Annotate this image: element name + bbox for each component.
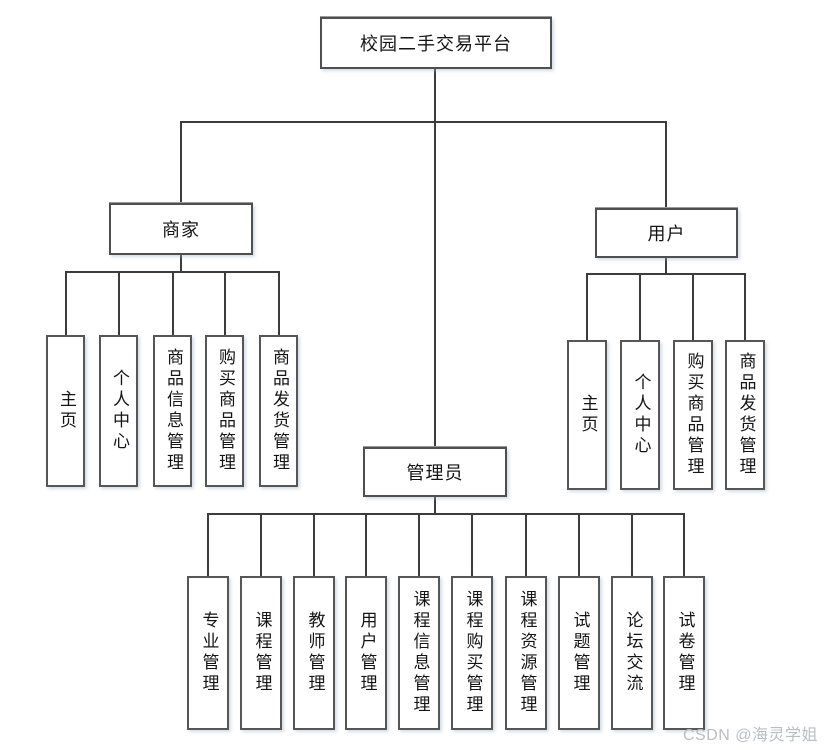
node-leaf-admin-paper: 试卷管理	[663, 576, 705, 730]
connector-admin-stub	[434, 497, 436, 514]
connector-admin-horizontal	[207, 513, 685, 515]
node-leaf-user-profile: 个人中心	[620, 340, 660, 490]
leaf-label: 课程购买管理	[462, 590, 483, 716]
connector-level1-horizontal	[180, 121, 667, 123]
connector-line	[692, 273, 694, 340]
leaf-label: 试题管理	[569, 611, 590, 695]
node-user: 用户	[595, 208, 738, 258]
connector-line	[207, 513, 209, 576]
node-leaf-admin-exam-q: 试题管理	[558, 576, 600, 730]
connector-line	[365, 513, 367, 576]
leaf-label: 商品信息管理	[163, 348, 183, 474]
connector-root-to-admin	[434, 69, 436, 447]
node-leaf-admin-course-buy: 课程购买管理	[451, 576, 493, 730]
csdn-watermark: CSDN @海灵学姐	[682, 727, 818, 744]
leaf-label: 商品发货管理	[269, 348, 289, 474]
connector-line	[418, 513, 420, 576]
connector-line	[172, 271, 174, 335]
leaf-label: 个人中心	[630, 373, 651, 457]
node-leaf-merchant-home: 主页	[46, 335, 85, 487]
leaf-label: 主页	[56, 390, 76, 432]
connector-user-horizontal	[586, 273, 746, 275]
connector-drop-user	[665, 121, 667, 208]
connector-line	[586, 273, 588, 340]
node-leaf-user-purchase: 购买商品管理	[673, 340, 713, 490]
node-user-label: 用户	[647, 224, 686, 245]
leaf-label: 试卷管理	[674, 611, 695, 695]
leaf-label: 主页	[577, 394, 598, 436]
node-admin: 管理员	[363, 447, 507, 497]
node-leaf-merchant-profile: 个人中心	[99, 335, 138, 487]
connector-line	[224, 271, 226, 335]
connector-line	[683, 513, 685, 576]
connector-line	[631, 513, 633, 576]
leaf-label: 课程资源管理	[516, 590, 537, 716]
connector-line	[260, 513, 262, 576]
node-leaf-admin-forum: 论坛交流	[611, 576, 653, 730]
leaf-label: 论坛交流	[622, 611, 643, 695]
node-root-label: 校园二手交易平台	[360, 34, 512, 55]
leaf-label: 个人中心	[109, 369, 129, 453]
node-leaf-admin-course-info: 课程信息管理	[398, 576, 440, 730]
connector-line	[278, 271, 280, 335]
node-leaf-admin-teacher: 教师管理	[293, 576, 335, 730]
leaf-label: 教师管理	[304, 611, 325, 695]
connector-drop-merchant	[180, 121, 182, 203]
node-merchant: 商家	[109, 203, 253, 255]
connector-user-stub	[665, 258, 667, 274]
connector-line	[65, 271, 67, 335]
node-leaf-user-shipping: 商品发货管理	[725, 340, 765, 490]
connector-line	[525, 513, 527, 576]
connector-line	[744, 273, 746, 340]
node-leaf-merchant-goods-info: 商品信息管理	[153, 335, 192, 487]
leaf-label: 课程管理	[251, 611, 272, 695]
leaf-label: 用户管理	[356, 611, 377, 695]
leaf-label: 课程信息管理	[409, 590, 430, 716]
connector-line	[471, 513, 473, 576]
node-leaf-admin-major: 专业管理	[187, 576, 229, 730]
connector-line	[313, 513, 315, 576]
leaf-label: 购买商品管理	[683, 352, 704, 478]
node-root: 校园二手交易平台	[320, 17, 552, 69]
node-merchant-label: 商家	[162, 220, 200, 241]
leaf-label: 专业管理	[198, 611, 219, 695]
node-leaf-user-home: 主页	[567, 340, 607, 490]
connector-merchant-stub	[180, 255, 182, 272]
connector-line	[639, 273, 641, 340]
leaf-label: 购买商品管理	[215, 348, 235, 474]
node-leaf-merchant-purchase: 购买商品管理	[205, 335, 244, 487]
node-leaf-admin-course-res: 课程资源管理	[505, 576, 547, 730]
node-admin-label: 管理员	[406, 463, 464, 484]
connector-line	[118, 271, 120, 335]
node-leaf-admin-course: 课程管理	[240, 576, 282, 730]
leaf-label: 商品发货管理	[735, 352, 756, 478]
node-leaf-merchant-shipping: 商品发货管理	[259, 335, 298, 487]
node-leaf-admin-user: 用户管理	[345, 576, 387, 730]
connector-line	[578, 513, 580, 576]
